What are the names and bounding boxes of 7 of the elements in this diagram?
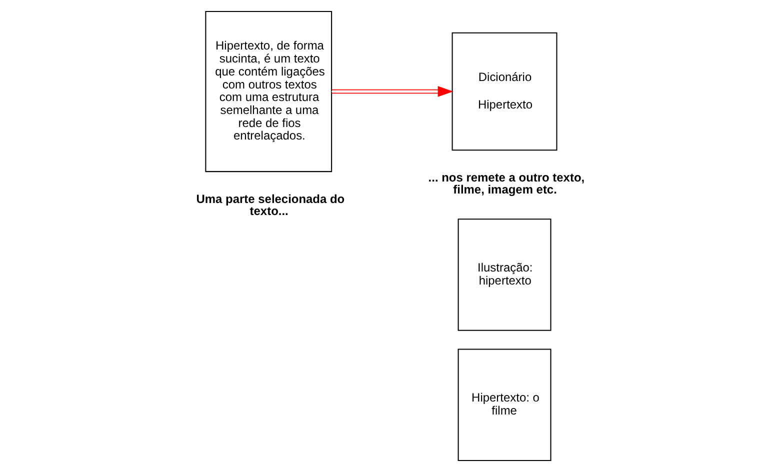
node-box: Hipertexto: o filme — [457, 348, 551, 462]
node-box: Dicionário Hipertexto — [451, 32, 557, 151]
arrow — [330, 86, 453, 97]
label: ... nos remete a outro texto, filme, imagem etc. — [428, 170, 584, 197]
node-box: Hipertexto, de forma sucinta, é um texto que contém ligações com outros textos com uma estrutura semelhante a uma rede de fios entrelaçados. — [204, 10, 332, 172]
label: Uma parte selecionada do texto... — [196, 192, 344, 218]
node-box: Ilustração: hipertexto — [457, 218, 551, 331]
